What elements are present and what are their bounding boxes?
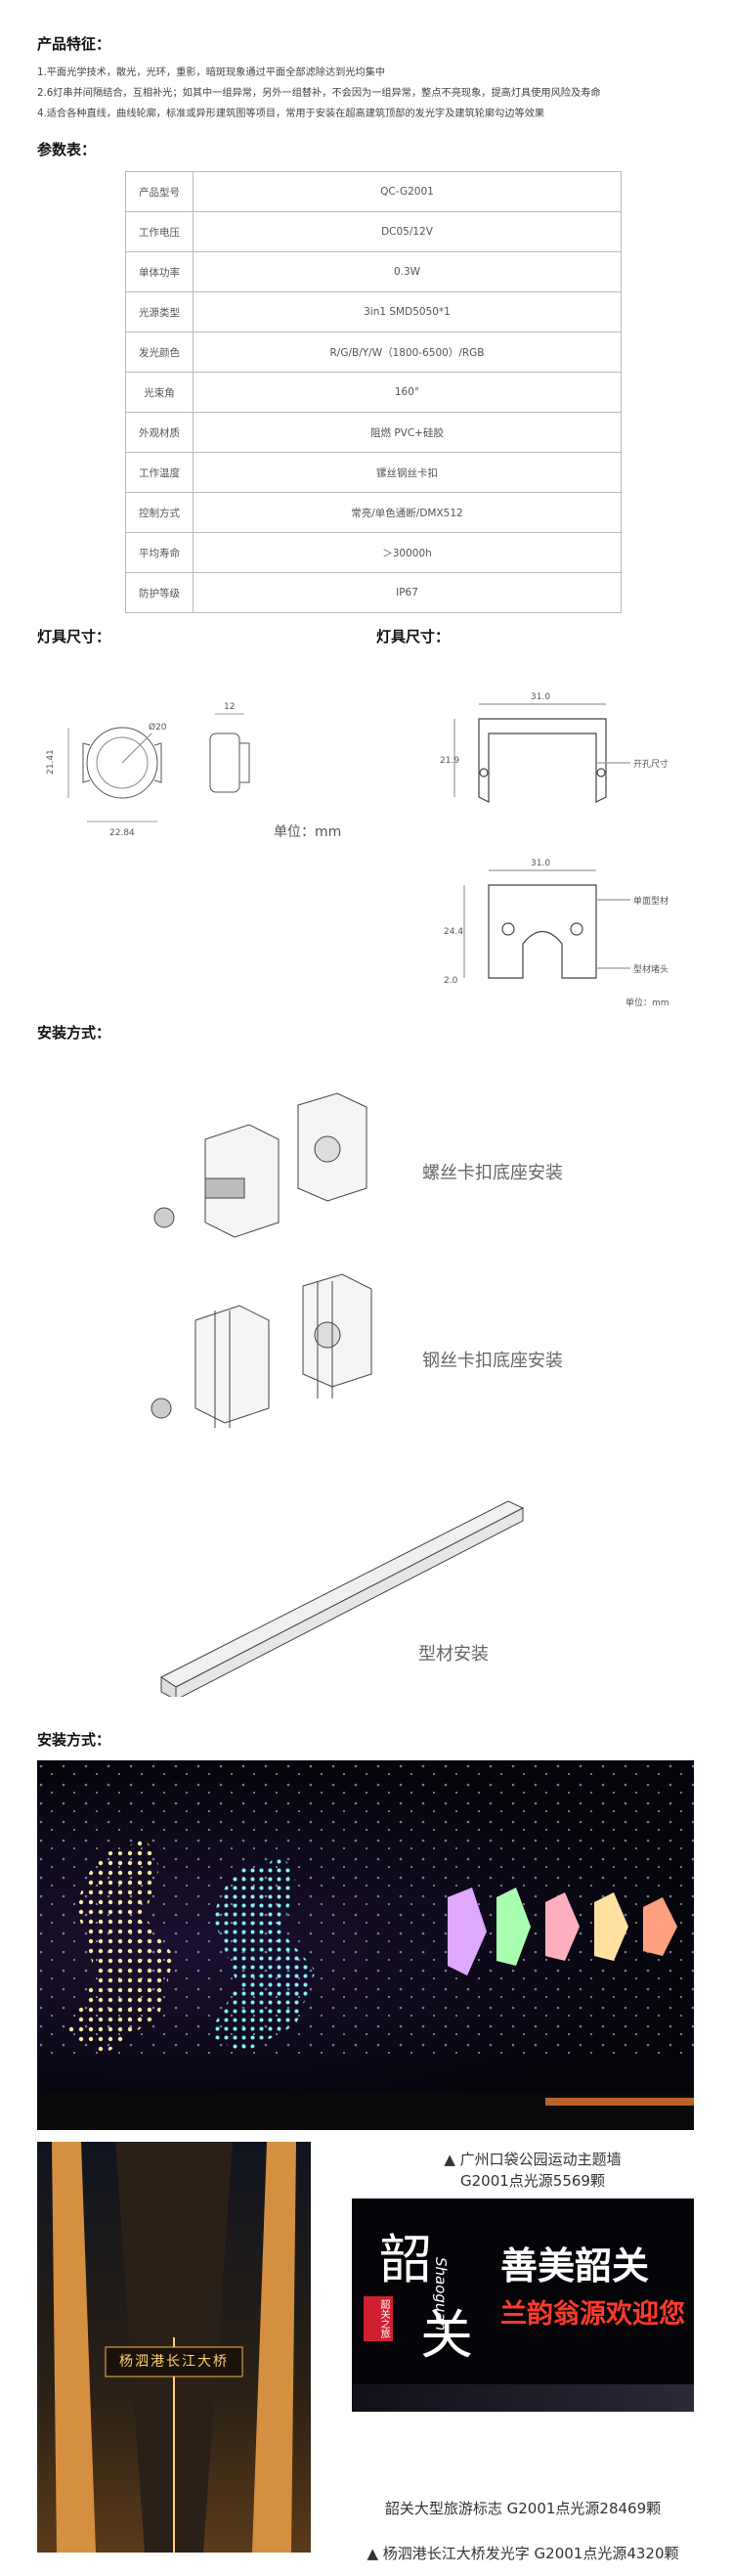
dim-title-right: 灯具尺寸： <box>376 628 451 645</box>
sign-right-line2: 兰韵翁源欢迎您 <box>500 2299 685 2330</box>
runner-figure-cyan <box>208 1856 316 2054</box>
end-cap-label: 型材堵头 <box>633 963 668 975</box>
feature-item: 4.适合各种直线，曲线轮廓，标准或异形建筑图等项目，常用于安装在超高建筑顶部的发… <box>37 109 545 119</box>
lamp-side-view <box>209 733 240 793</box>
install-method-3: 型材安装 <box>418 1644 489 1665</box>
spec-value: IP67 <box>193 572 622 613</box>
table-row: 工作温度镙丝钢丝卡扣 <box>125 452 622 493</box>
spec-value: QC-G2001 <box>193 171 622 212</box>
caption-1-line-2: G2001点光源5569颗 <box>460 2172 605 2190</box>
spec-key: 光源类型 <box>125 291 194 333</box>
features-title: 产品特征： <box>37 35 111 53</box>
cases-title: 安装方式： <box>37 1731 111 1749</box>
sign-left-char-2: 关 <box>420 2304 473 2366</box>
spec-value: 160° <box>193 372 622 413</box>
height-label: 21.41 <box>46 749 56 775</box>
spec-value: 常亮/单色通断/DMX512 <box>193 492 622 533</box>
unit-label: 单位：mm <box>274 824 342 840</box>
side-label: 12 <box>224 702 235 712</box>
spec-key: 发光颜色 <box>125 332 194 373</box>
spec-value: ＞30000h <box>193 532 622 573</box>
profile-dimension-drawing: 31.0 21.9 开孔尺寸 31.0 24.4 2.0 单面型材 型材堵头 单… <box>440 692 669 1008</box>
spec-value: 镙丝钢丝卡扣 <box>193 452 622 493</box>
case-caption-3: ▲ 杨泗港长江大桥发光字 G2001点光源4320颗 <box>366 2545 679 2562</box>
lamp-lens <box>96 736 149 789</box>
profile-h1: 21.9 <box>440 756 459 766</box>
bridge-sign-text: 杨泗港长江大桥 <box>119 2354 229 2370</box>
case-photo-sign: 韶 关 韶关之旅 Shaoguan 善美韶关 兰韵翁源欢迎您 <box>352 2198 694 2412</box>
install-method-1: 螺丝卡扣底座安装 <box>422 1163 563 1183</box>
single-profile-label: 单面型材 <box>633 895 668 907</box>
case-caption-2: 韶关大型旅游标志 G2001点光源28469颗 <box>384 2500 662 2517</box>
feature-item: 1.平面光学技术，散光，光环，重影，暗斑现象通过平面全部滤除达到光均集中 <box>37 67 386 78</box>
install-illustration-2 <box>151 1273 372 1428</box>
sign-badge: 韶关之旅 <box>364 2296 393 2341</box>
install-illustration-3 <box>160 1500 525 1697</box>
case-photo-bridge: 杨泗港长江大桥 <box>37 2142 311 2553</box>
sign-script: Shaoguan <box>432 2257 450 2332</box>
spec-key: 光束角 <box>125 372 194 413</box>
table-row: 外观材质阻燃 PVC+硅胶 <box>125 412 622 453</box>
spec-key: 防护等级 <box>125 572 194 613</box>
profile-w2: 31.0 <box>531 859 550 868</box>
spec-key: 产品型号 <box>125 171 194 212</box>
sign-right-line1: 善美韶关 <box>500 2244 650 2287</box>
profile-w1: 31.0 <box>531 692 550 702</box>
spec-value: 0.3W <box>193 251 622 292</box>
dia-label: Ø20 <box>149 722 167 733</box>
install-method-2: 钢丝卡扣底座安装 <box>422 1351 563 1371</box>
spec-value: 3in1 SMD5050*1 <box>193 291 622 333</box>
width-label: 22.84 <box>109 828 135 838</box>
spec-key: 工作温度 <box>125 452 194 493</box>
lamp-front-outline <box>86 727 158 799</box>
profile-outline-top <box>478 718 607 803</box>
spec-key: 外观材质 <box>125 412 194 453</box>
features-list: 1.平面光学技术，散光，光环，重影，暗斑现象通过平面全部滤除达到光均集中 2.6… <box>37 63 711 124</box>
case-caption-1: ▲ 广州口袋公园运动主题墙 G2001点光源5569颗 <box>386 2149 679 2192</box>
spec-value: 阻燃 PVC+硅胶 <box>193 412 622 453</box>
sign-left-char-1: 韶 <box>379 2229 432 2290</box>
spec-key: 平均寿命 <box>125 532 194 573</box>
spec-value: DC05/12V <box>193 211 622 252</box>
hole-note: 开孔尺寸 <box>633 758 668 770</box>
feature-item: 2.6灯串并间隔结合，互相补光；如其中一组异常，另外一组替补，不会因为一组异常，… <box>37 88 601 99</box>
small-unit-label: 单位：mm <box>625 997 669 1008</box>
install-illustration-1 <box>153 1092 367 1238</box>
lamp-dimension-drawing: Ø20 21.41 22.84 12 <box>46 702 250 838</box>
caption-1-line-1: ▲ 广州口袋公园运动主题墙 <box>444 2151 622 2168</box>
profile-h2: 24.4 <box>444 927 463 937</box>
spec-key: 控制方式 <box>125 492 194 533</box>
install-title: 安装方式： <box>37 1024 111 1042</box>
spec-value: R/G/B/Y/W（1800-6500）/RGB <box>193 332 622 373</box>
table-row: 平均寿命＞30000h <box>125 532 622 573</box>
runner-figure-yellow <box>66 1839 174 2054</box>
table-row: 控制方式常亮/单色通断/DMX512 <box>125 492 622 533</box>
lamp-tabs <box>82 742 162 783</box>
profile-h3: 2.0 <box>444 976 458 986</box>
profile-outline-bottom <box>488 884 597 979</box>
case-photo-park-wall <box>37 1760 694 2130</box>
params-title: 参数表： <box>37 141 97 158</box>
dim-title-left: 灯具尺寸： <box>37 628 111 645</box>
spec-key: 单体功率 <box>125 251 194 292</box>
spec-key: 工作电压 <box>125 211 194 252</box>
